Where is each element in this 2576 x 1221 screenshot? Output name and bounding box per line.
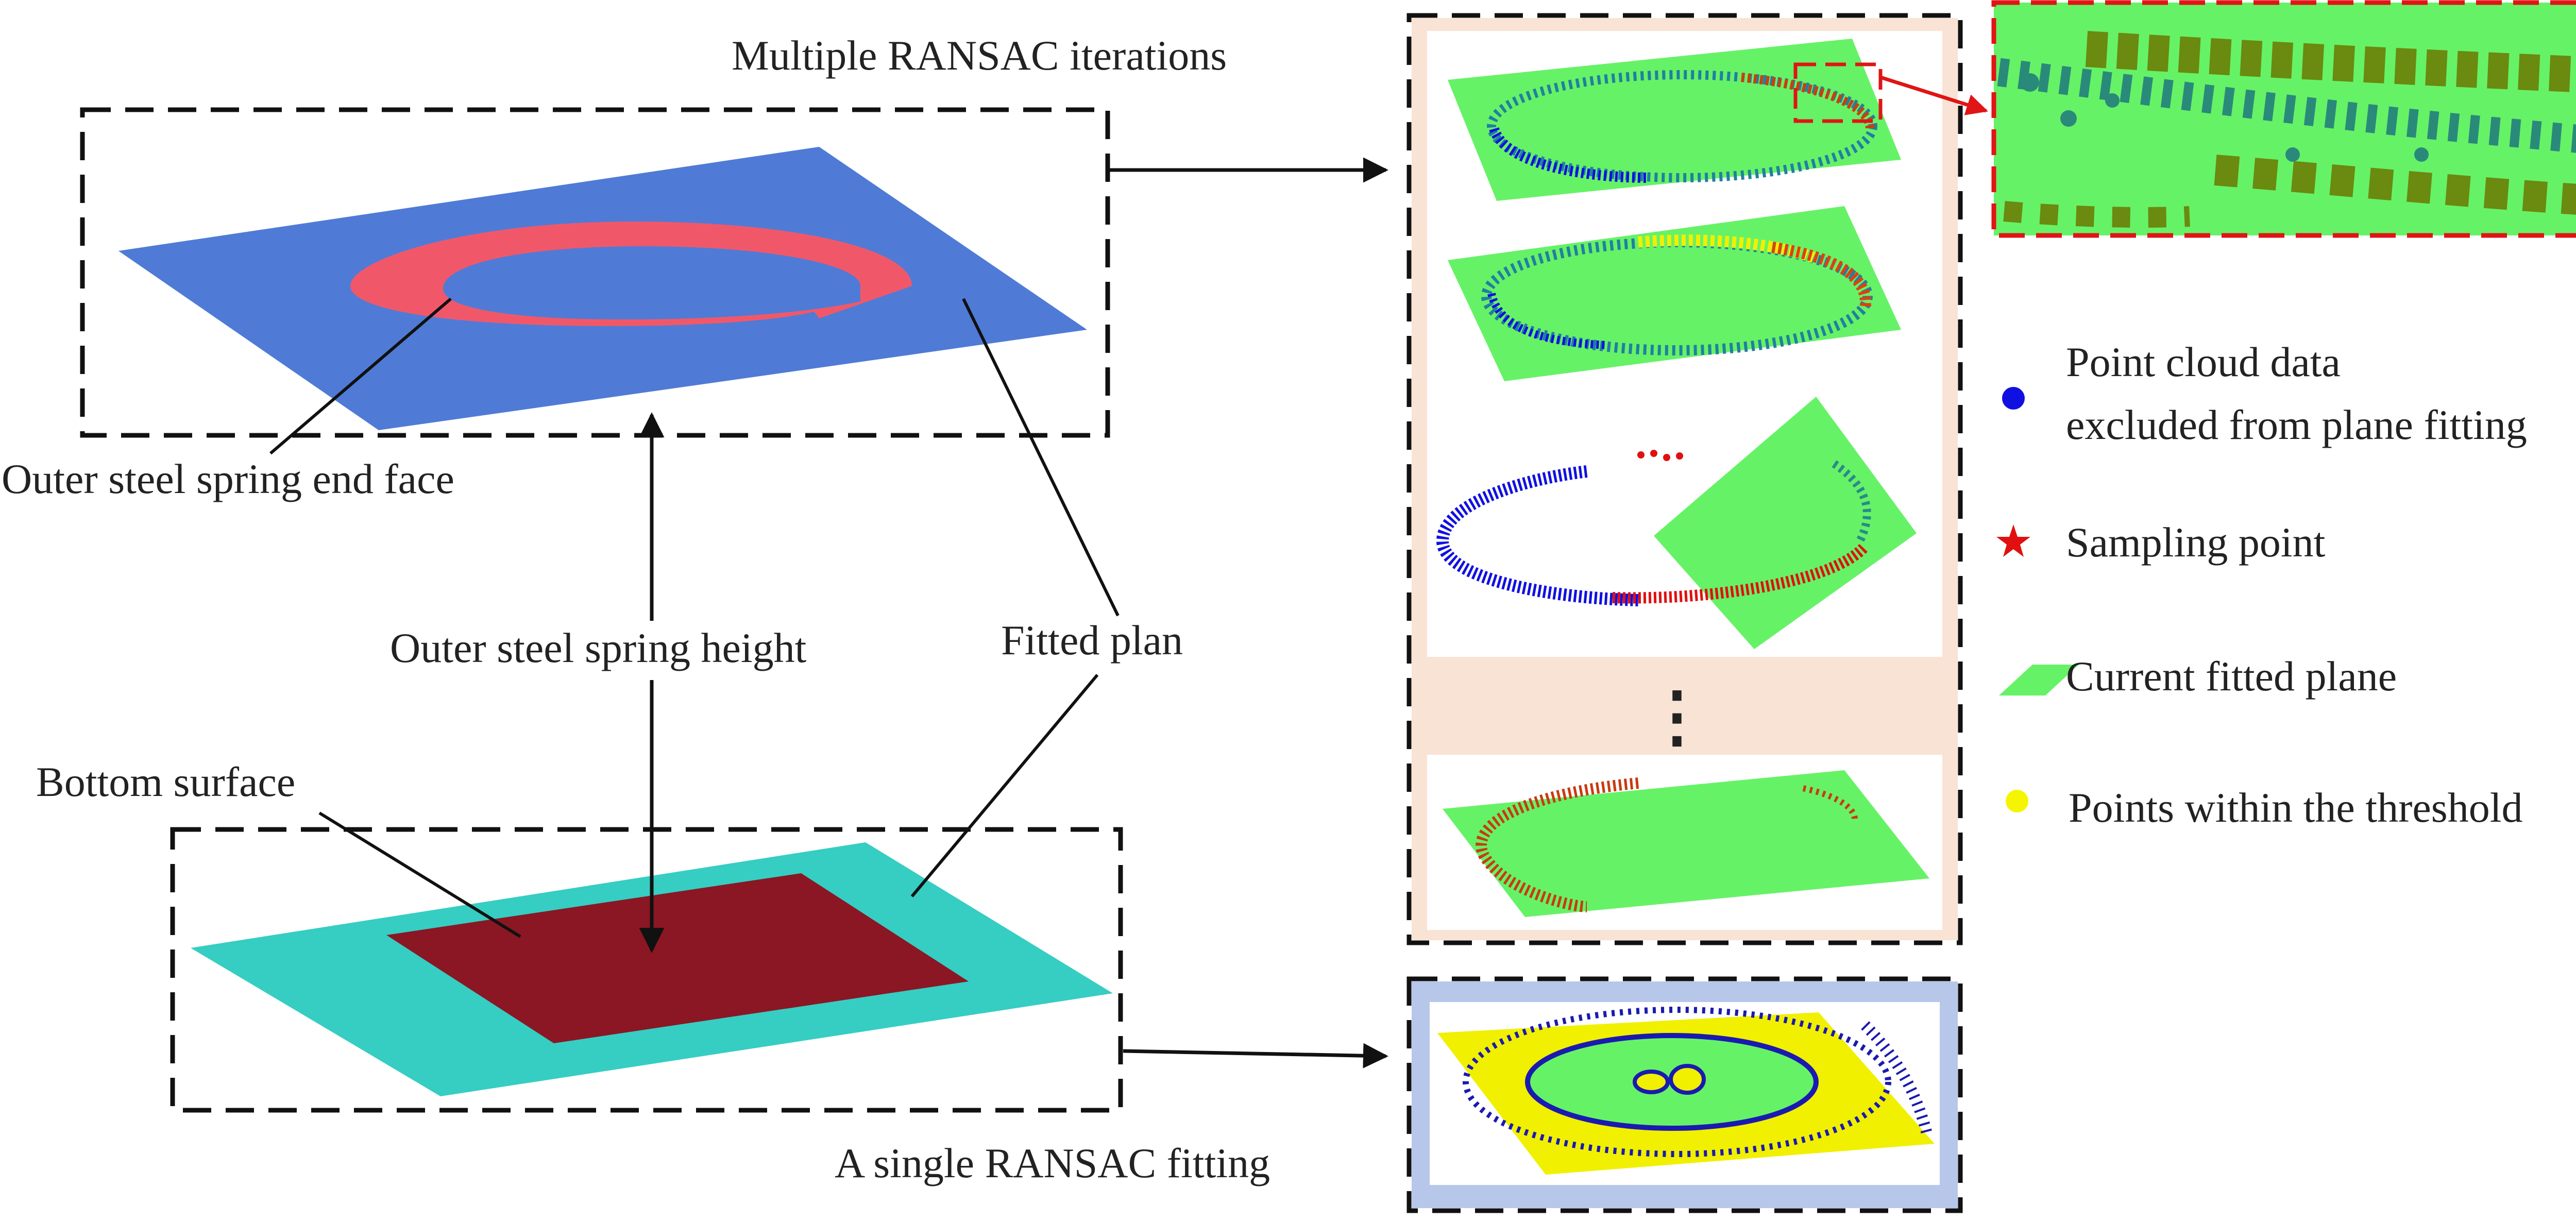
zoom-source-box [1793,62,1883,123]
single-hole-1 [1633,1070,1670,1094]
legend-sampling-star-icon [1996,524,2030,557]
legend-plane-marker [1999,665,2079,696]
iteration-1-blue-arc [1489,127,1649,183]
iteration-3 [1436,397,1917,649]
label-multiple-iterations: Multiple RANSAC iterations [732,32,1227,79]
legend-inliers-label: Points within the threshold [2069,784,2523,831]
iteration-2-red-arc [1771,242,1872,310]
leader-fitted-top [962,298,1120,617]
single-hole-2 [1669,1064,1706,1095]
bottom-surface-rect [386,873,969,1043]
zoom-dot-4 [2285,147,2300,162]
iteration-3-red-arc [1612,542,1870,604]
legend-excluded-line2: excluded from plane fitting [2066,401,2527,448]
iteration-3-plane [1654,397,1917,649]
leader-end-face [269,297,452,455]
iteration-2 [1448,206,1901,381]
iteration-3-red-dot-3 [1663,454,1670,461]
legend-sampling-label: Sampling point [2066,519,2326,566]
top-plane-frame [80,107,1110,438]
label-bottom-surface: Bottom surface [36,758,295,805]
iteration-2-blue-arc [1487,292,1608,349]
connector-arrows [1108,157,1388,1069]
zoom-inset [1879,0,2576,238]
iteration-2-yellow-arc [1638,234,1816,263]
zoom-arrow [1879,75,1989,115]
label-spring-height: Outer steel spring height [390,624,807,671]
zoom-dot-5 [2414,147,2429,162]
zoom-dot-3 [2105,93,2120,108]
iteration-final-arc-right [1802,785,1858,820]
legend-plane-label: Current fitted plane [2066,653,2397,700]
single-edge-noise [1861,1021,1933,1135]
zoom-olive-band [2085,31,2576,93]
iteration-3-red-dot-4 [1676,452,1683,460]
top-fitted-plane [118,147,1087,430]
iteration-ellipsis: ⋮ [1643,680,1710,754]
label-single-fitting: A single RANSAC fitting [835,1140,1270,1186]
spring-end-face-ring [350,222,912,326]
leader-bottom-surface [318,811,521,938]
iteration-1 [1448,39,1901,201]
iteration-1-red-arc [1741,73,1875,129]
iteration-final-red-arc [1476,777,1639,912]
iteration-3-blue-arc [1436,465,1639,606]
legend: Point cloud data excluded from plane fit… [1996,338,2527,831]
arrow-to-single [1123,1043,1388,1069]
bottom-plane-frame [170,827,1123,1113]
iteration-panel: ⋮ [1406,13,1963,945]
zoom-dot-2 [2060,110,2077,127]
legend-excluded-line1: Point cloud data [2066,338,2341,385]
single-panel-frame [1406,976,1963,1213]
top-plane-group [80,107,1110,438]
zoom-olive-lower [2214,155,2576,215]
iteration-final [1443,770,1929,917]
label-fitted-plan: Fitted plan [1001,617,1183,664]
single-outer-ring [1463,1007,1891,1157]
iteration-3-red-dot-1 [1637,451,1645,459]
legend-excluded-marker [2002,387,2025,410]
bottom-plane-group [170,827,1123,1113]
legend-inliers-marker [2006,790,2028,812]
leader-fitted-bottom [910,674,1099,897]
iteration-panel-frame [1406,13,1963,945]
leader-lines [269,297,1120,938]
zoom-dot-1 [2021,73,2039,92]
label-outer-end-face: Outer steel spring end face [2,455,454,502]
iteration-3-red-dot-2 [1650,450,1657,457]
iteration-final-plane [1443,770,1929,917]
single-panel [1406,976,1963,1213]
